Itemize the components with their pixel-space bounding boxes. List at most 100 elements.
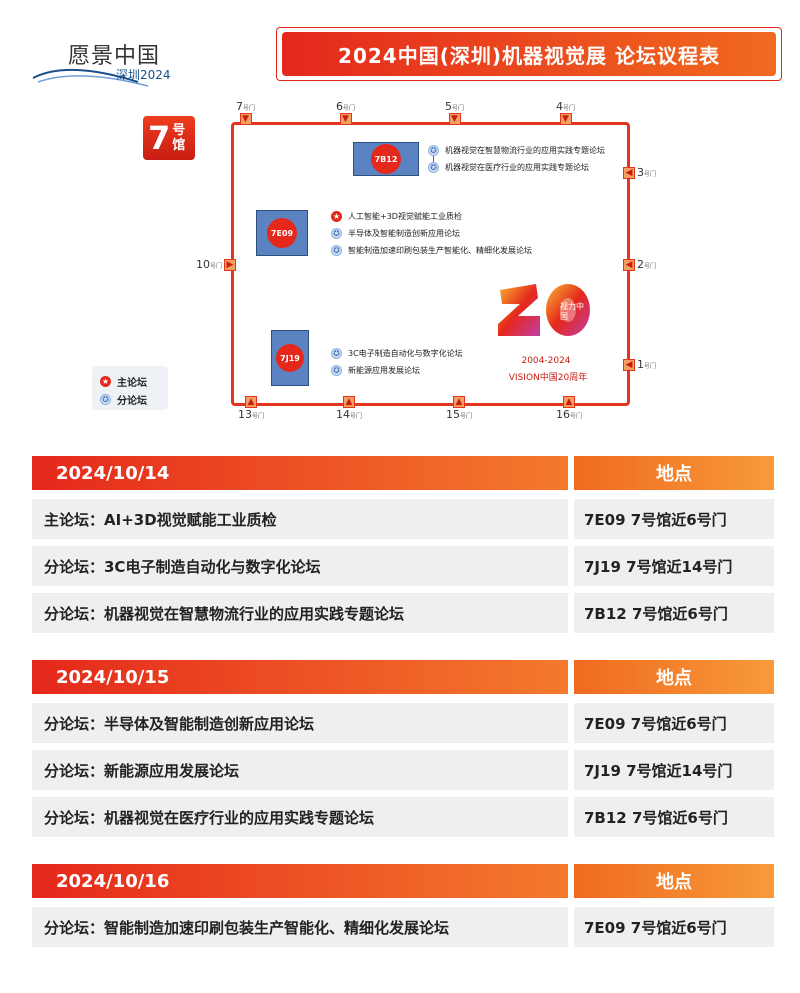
logo-sub-text: 深圳2024 xyxy=(116,68,171,82)
forum-item: ✪ 新能源应用发展论坛 xyxy=(331,365,420,376)
gate-number: 6 xyxy=(336,100,343,113)
forum-title: 分论坛：机器视觉在智慧物流行业的应用实践专题论坛 xyxy=(32,593,568,633)
gate-number: 10 xyxy=(196,258,210,271)
gate-4: 4号门 ▼ xyxy=(556,100,575,125)
forum-location: 7J19 7号馆近14号门 xyxy=(574,546,774,586)
gate-suffix: 号门 xyxy=(452,105,465,112)
forum-title: 分论坛：新能源应用发展论坛 xyxy=(32,750,568,790)
sub-forum-star-icon: ✪ xyxy=(331,245,342,256)
forum-label: 机器视觉在医疗行业的应用实践专题论坛 xyxy=(445,163,589,172)
gate-suffix: 号门 xyxy=(644,171,657,178)
gate-14: ▲ 14号门 xyxy=(336,396,362,421)
expo-logo: 愿景中国 深圳2024 xyxy=(28,30,178,90)
forum-label: 半导体及智能制造创新应用论坛 xyxy=(348,229,460,238)
gate-suffix: 号门 xyxy=(210,263,223,270)
gate-2: ◀ 2号门 xyxy=(623,258,658,271)
gate-15: ▲ 15号门 xyxy=(446,396,472,421)
hall-text: 号馆 xyxy=(172,123,186,153)
legend-sub: ✪ 分论坛 xyxy=(100,392,147,407)
forum-item: ✪ 半导体及智能制造创新应用论坛 xyxy=(331,228,460,239)
forum-item: ✪ 智能制造加速印刷包装生产智能化、精细化发展论坛 xyxy=(331,245,532,256)
main-forum-star-icon: ★ xyxy=(331,211,342,222)
forum-location: 7E09 7号馆近6号门 xyxy=(574,703,774,743)
day-header: 2024/10/16 地点 xyxy=(32,864,774,898)
schedule-row: 主论坛：AI+3D视觉赋能工业质检 7E09 7号馆近6号门 xyxy=(32,499,774,539)
gate-number: 16 xyxy=(556,408,570,421)
gate-number: 7 xyxy=(236,100,243,113)
booth-code: 7B12 xyxy=(371,144,401,174)
gate-suffix: 号门 xyxy=(343,105,356,112)
location-header: 地点 xyxy=(574,456,774,490)
gate-1: ◀ 1号门 xyxy=(623,358,658,371)
sub-forum-star-icon: ✪ xyxy=(428,145,439,156)
connector-line xyxy=(433,150,434,166)
gate-number: 1 xyxy=(637,358,644,371)
sub-forum-star-icon: ✪ xyxy=(100,394,111,405)
forum-title: 分论坛：半导体及智能制造创新应用论坛 xyxy=(32,703,568,743)
forum-label: 智能制造加速印刷包装生产智能化、精细化发展论坛 xyxy=(348,246,532,255)
gate-suffix: 号门 xyxy=(563,105,576,112)
arrow-down-icon: ▼ xyxy=(339,113,352,125)
anniversary-20-graphic xyxy=(498,284,590,336)
booth-7e09: 7E09 xyxy=(256,210,308,256)
forum-location: 7E09 7号馆近6号门 xyxy=(574,499,774,539)
arrow-up-icon: ▲ xyxy=(563,396,575,408)
map-legend: ★ 主论坛 ✪ 分论坛 xyxy=(92,366,168,410)
arrow-down-icon: ▼ xyxy=(239,113,252,125)
gate-number: 3 xyxy=(637,166,644,179)
gate-suffix: 号门 xyxy=(350,413,363,420)
forum-location: 7B12 7号馆近6号门 xyxy=(574,797,774,837)
gate-13: ▲ 13号门 xyxy=(238,396,264,421)
anniversary-mini-text: 视力中国 xyxy=(560,302,584,321)
booth-7b12: 7B12 xyxy=(353,142,419,176)
legend-main: ★ 主论坛 xyxy=(100,374,147,389)
location-header: 地点 xyxy=(574,660,774,694)
forum-item: ✪ 机器视觉在医疗行业的应用实践专题论坛 xyxy=(428,162,589,173)
logo-main-text: 愿景中国 xyxy=(68,44,161,69)
gate-3: ◀ 3号门 xyxy=(623,166,658,179)
schedule-row: 分论坛：3C电子制造自动化与数字化论坛 7J19 7号馆近14号门 xyxy=(32,546,774,586)
forum-label: 机器视觉在智慧物流行业的应用实践专题论坛 xyxy=(445,146,605,155)
gate-16: ▲ 16号门 xyxy=(556,396,582,421)
sub-forum-star-icon: ✪ xyxy=(331,228,342,239)
forum-label: 新能源应用发展论坛 xyxy=(348,366,420,375)
forum-location: 7J19 7号馆近14号门 xyxy=(574,750,774,790)
forum-label: 3C电子制造自动化与数字化论坛 xyxy=(348,349,463,358)
arrow-down-icon: ▼ xyxy=(448,113,461,125)
arrow-left-icon: ◀ xyxy=(623,258,635,271)
day-date: 2024/10/15 xyxy=(32,660,568,694)
sub-forum-star-icon: ✪ xyxy=(331,348,342,359)
gate-suffix: 号门 xyxy=(644,263,657,270)
gate-suffix: 号门 xyxy=(460,413,473,420)
gate-10: 10号门 ▶ xyxy=(194,258,237,271)
arrow-up-icon: ▲ xyxy=(343,396,355,408)
schedule-row: 分论坛：新能源应用发展论坛 7J19 7号馆近14号门 xyxy=(32,750,774,790)
arrow-up-icon: ▲ xyxy=(453,396,465,408)
schedule-row: 分论坛：机器视觉在智慧物流行业的应用实践专题论坛 7B12 7号馆近6号门 xyxy=(32,593,774,633)
location-header: 地点 xyxy=(574,864,774,898)
gate-7: 7号门 ▼ xyxy=(236,100,255,125)
gate-number: 4 xyxy=(556,100,563,113)
gate-number: 2 xyxy=(637,258,644,271)
arrow-left-icon: ◀ xyxy=(623,166,635,179)
gate-5: 5号门 ▼ xyxy=(445,100,464,125)
sub-forum-star-icon: ✪ xyxy=(331,365,342,376)
forum-location: 7B12 7号馆近6号门 xyxy=(574,593,774,633)
hall-badge: 7 号馆 xyxy=(143,116,195,160)
gate-suffix: 号门 xyxy=(644,363,657,370)
booth-code: 7J19 xyxy=(276,344,304,372)
gate-suffix: 号门 xyxy=(243,105,256,112)
gate-suffix: 号门 xyxy=(570,413,583,420)
forum-label: 人工智能+3D视觉赋能工业质检 xyxy=(348,212,462,221)
gate-6: 6号门 ▼ xyxy=(336,100,355,125)
legend-sub-label: 分论坛 xyxy=(117,396,147,407)
forum-title: 分论坛：机器视觉在医疗行业的应用实践专题论坛 xyxy=(32,797,568,837)
booth-7j19: 7J19 xyxy=(271,330,309,386)
arrow-left-icon: ◀ xyxy=(623,358,635,371)
schedule-row: 分论坛：半导体及智能制造创新应用论坛 7E09 7号馆近6号门 xyxy=(32,703,774,743)
forum-title: 分论坛：3C电子制造自动化与数字化论坛 xyxy=(32,546,568,586)
booth-code: 7E09 xyxy=(267,218,297,248)
forum-item: ✪ 3C电子制造自动化与数字化论坛 xyxy=(331,348,463,359)
sub-forum-star-icon: ✪ xyxy=(428,162,439,173)
hall-number: 7 xyxy=(148,119,171,157)
